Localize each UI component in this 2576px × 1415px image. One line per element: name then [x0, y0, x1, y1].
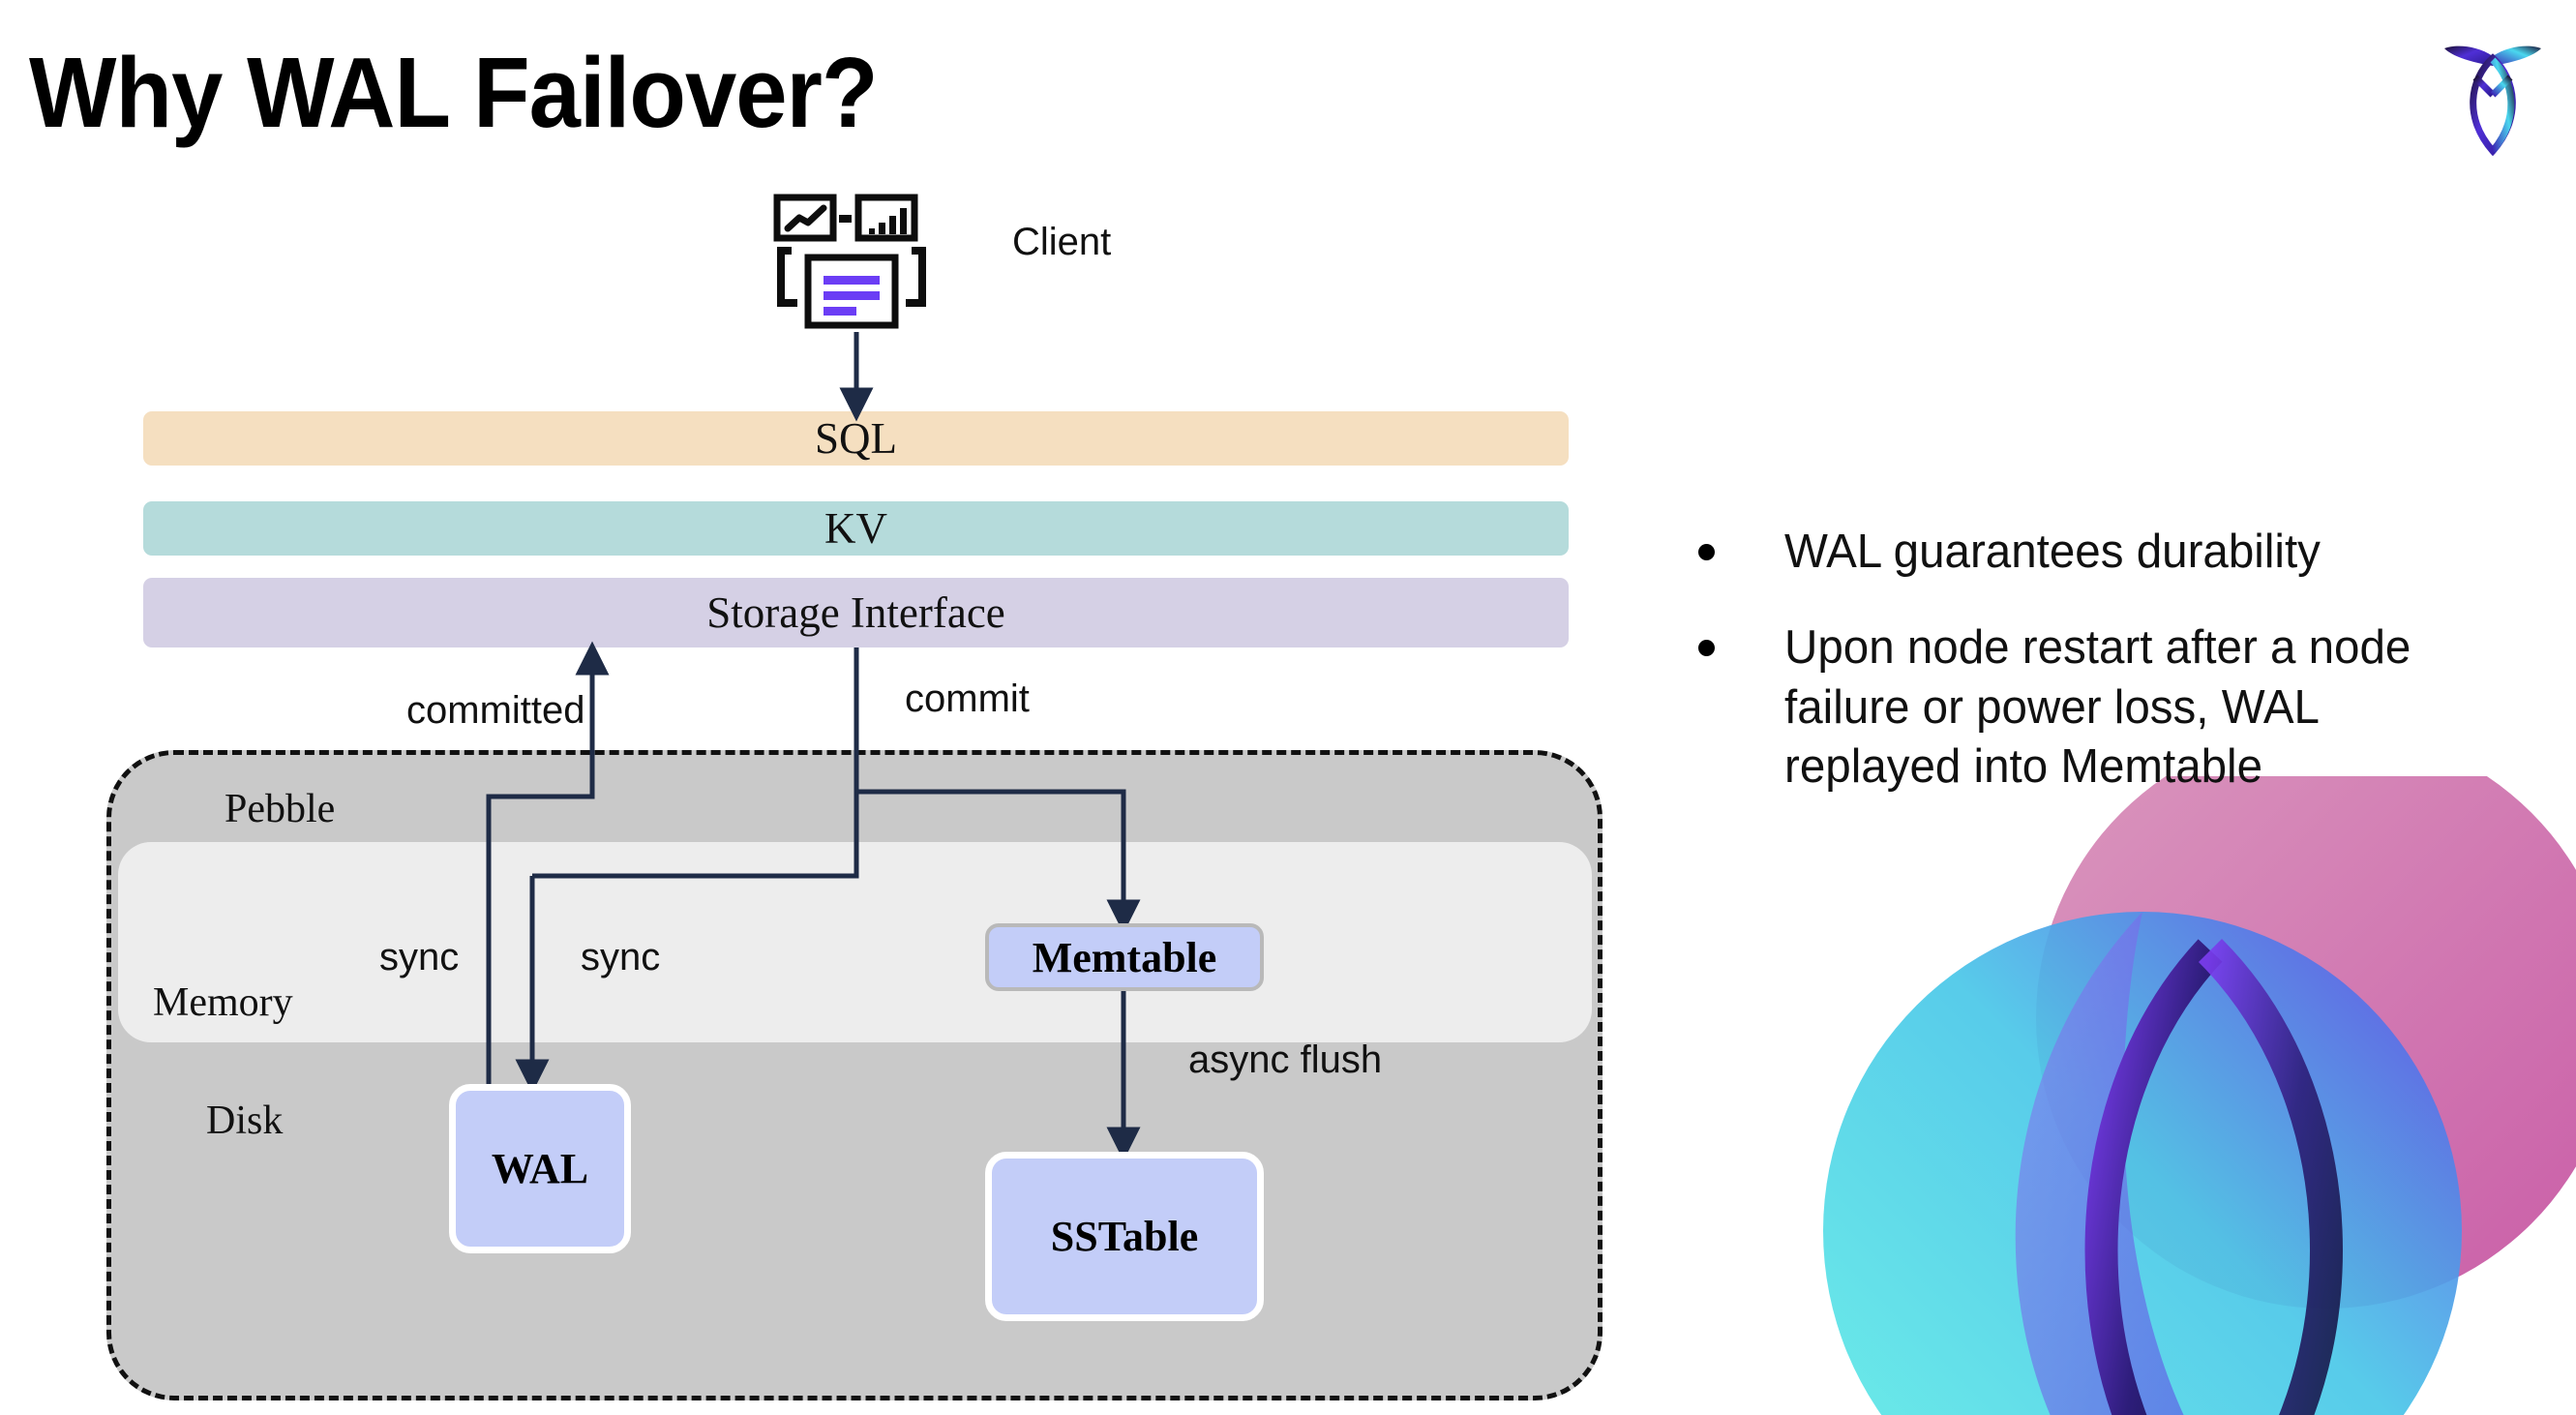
edge-label-async-flush: async flush — [1188, 1039, 1383, 1081]
layer-bar-storage: Storage Interface — [143, 578, 1569, 647]
client-charts-document-icon — [773, 194, 926, 329]
layer-bar-kv: KV — [143, 501, 1569, 556]
node-label-sstable: SSTable — [1050, 1213, 1199, 1260]
edge-label-sync-b: sync — [581, 936, 661, 978]
edge-label-commit: commit — [905, 677, 1030, 720]
edge-label-sync-a: sync — [379, 936, 460, 978]
cockroachdb-watermark-icon — [1823, 776, 2576, 1415]
memory-region — [118, 842, 1592, 1042]
layer-label-sql: SQL — [814, 414, 897, 463]
bullet-text: Upon node restart after a node failure o… — [1784, 621, 2411, 793]
pebble-label: Pebble — [225, 787, 336, 831]
node-label-memtable: Memtable — [1032, 933, 1217, 981]
bullet-list: WAL guarantees durability Upon node rest… — [1698, 523, 2501, 833]
node-wal: WAL — [449, 1084, 631, 1253]
cockroachdb-logo-icon — [2444, 45, 2541, 157]
edge-label-committed: committed — [406, 689, 585, 732]
bullet-dot-icon — [1698, 544, 1715, 560]
layer-bar-sql: SQL — [143, 411, 1569, 466]
disk-label: Disk — [206, 1099, 284, 1143]
layer-label-storage: Storage Interface — [706, 588, 1005, 637]
page-title: Why WAL Failover? — [29, 37, 878, 148]
layer-label-kv: KV — [824, 504, 887, 553]
list-item: WAL guarantees durability — [1698, 523, 2501, 582]
node-label-wal: WAL — [491, 1145, 589, 1192]
node-sstable: SSTable — [985, 1152, 1264, 1321]
client-label: Client — [1012, 221, 1112, 263]
memory-label: Memory — [153, 980, 293, 1025]
node-memtable: Memtable — [985, 923, 1264, 991]
list-item: Upon node restart after a node failure o… — [1698, 618, 2501, 797]
bullet-dot-icon — [1698, 640, 1715, 657]
bullet-text: WAL guarantees durability — [1784, 526, 2321, 578]
